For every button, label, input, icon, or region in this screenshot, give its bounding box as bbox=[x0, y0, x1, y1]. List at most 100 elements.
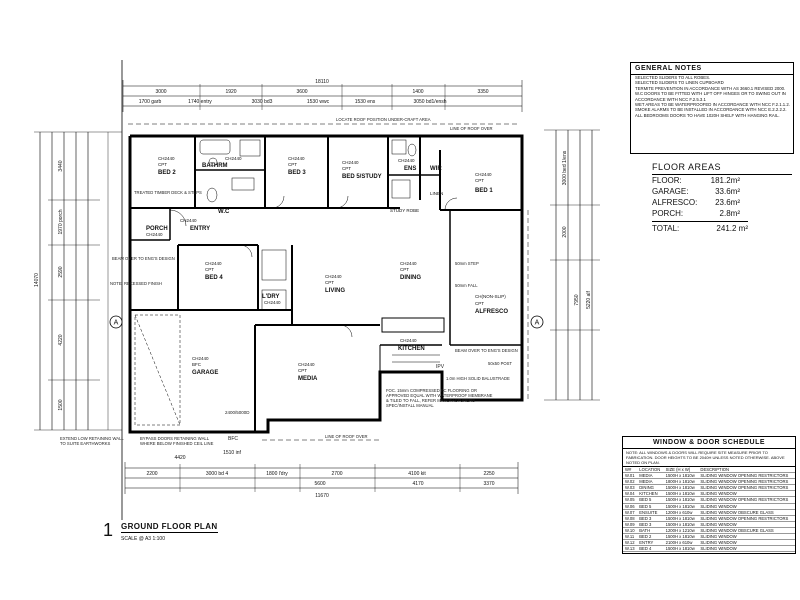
cell: 2100H x 610w bbox=[663, 539, 699, 547]
alfresco-code: CH(NON-SLIP) bbox=[475, 294, 506, 299]
dimension-lines bbox=[34, 60, 600, 520]
cell: W.04 bbox=[623, 490, 638, 498]
schedule-header: DESCRIPTION bbox=[698, 467, 795, 474]
section-markers: A A bbox=[109, 315, 544, 329]
dim-top-1: 3000 bbox=[155, 89, 166, 95]
linen-label: LINEN bbox=[430, 191, 443, 196]
post-note: 50x50 POST bbox=[488, 361, 512, 366]
cell: W.01 bbox=[623, 472, 638, 480]
media-code: CH2440 bbox=[298, 362, 315, 367]
cell: SLIDING WINDOW bbox=[698, 503, 795, 510]
kitchen-code: CH2440 bbox=[400, 338, 417, 343]
kitchen-label: KITCHEN bbox=[398, 346, 425, 352]
bed4-code: CH2440 bbox=[205, 261, 222, 266]
cell: 1200H x 610w bbox=[663, 509, 699, 516]
floor-areas-title: FLOOR AREAS bbox=[652, 162, 792, 175]
living-label: LIVING bbox=[325, 288, 345, 294]
cell: SLIDING WINDOW OPENING RESTRICTORS bbox=[698, 478, 795, 486]
dim-left-2: 1970 porch bbox=[58, 209, 64, 234]
area-label: PORCH: bbox=[652, 209, 684, 218]
schedule-header: W# bbox=[623, 467, 638, 474]
living-code: CH2440 bbox=[325, 274, 342, 279]
area-value: 2.8m² bbox=[719, 209, 740, 218]
general-notes-title: GENERAL NOTES bbox=[631, 63, 793, 75]
cell: SLIDING WINDOW bbox=[698, 539, 795, 547]
general-note-line: SELECTED SLIDERS TO ALL ROBES. bbox=[635, 75, 711, 80]
garage-door-note: 2400/5000D bbox=[225, 410, 250, 415]
garage-label: GARAGE bbox=[192, 370, 218, 376]
dim-top-3: 3600 bbox=[296, 89, 307, 95]
dim-right-3: 2000 bbox=[562, 226, 568, 237]
dim-top-overall: 18110 bbox=[315, 79, 329, 85]
bfc-note: BFC bbox=[228, 436, 238, 442]
entry-code: CH2440 bbox=[180, 218, 197, 223]
general-note-line: SMOKE ALARMS TO BE INSTALLED IN ACCORDAN… bbox=[635, 107, 787, 113]
cell: 1800H x 1810w bbox=[663, 478, 699, 486]
cell: ENTRY bbox=[637, 539, 664, 547]
cell: BED 3 bbox=[637, 521, 664, 528]
dim-right-4: 5220 alf bbox=[586, 290, 592, 308]
walls bbox=[128, 134, 524, 434]
cell: BED 5 bbox=[637, 496, 664, 504]
bed3-label: BED 3 bbox=[288, 170, 306, 176]
schedule-title: WINDOW & DOOR SCHEDULE bbox=[623, 437, 795, 449]
dim-right-1: 3000 bed 1/ens bbox=[562, 150, 568, 185]
cell: ENSUITE bbox=[637, 509, 664, 516]
drawing-number: 1 bbox=[103, 520, 114, 540]
fixtures bbox=[128, 123, 529, 441]
line-of-roof-over-note: LINE OF ROOF OVER bbox=[450, 126, 493, 131]
media-label: MEDIA bbox=[298, 376, 318, 382]
dim-bottom-overall: 11670 bbox=[315, 493, 329, 499]
bed5-label: BED 5/STUDY bbox=[342, 174, 382, 180]
garage-code: CH2440 bbox=[192, 356, 209, 361]
bed4-cpt: CPT bbox=[205, 267, 214, 272]
dim-bottom-6: 2250 bbox=[483, 471, 494, 477]
dim-bottom-2: 3000 bd 4 bbox=[206, 471, 228, 477]
dim-bottom-4: 2700 bbox=[331, 471, 342, 477]
cell: BATH bbox=[637, 527, 664, 535]
schedule-note: NOTE: ALL WINDOWS & DOORS WILL REQUIRE S… bbox=[623, 449, 795, 467]
ipv-note: IPV bbox=[436, 364, 445, 370]
retaining-wall-note: EXTEND LOW RETAINING WALL TO SUITE EARTH… bbox=[60, 436, 124, 446]
room-labels: CH2440 CPT BED 2 BATHRM CH2440 CH2440 CP… bbox=[146, 156, 508, 382]
section-mark-left: A bbox=[114, 320, 119, 327]
dim-bottom-1: 2200 bbox=[146, 471, 157, 477]
dim-left-3: 2590 bbox=[58, 266, 64, 277]
cell: W.08 bbox=[623, 515, 638, 522]
area-label: FLOOR: bbox=[652, 176, 682, 185]
dim-left-4: 4220 bbox=[58, 334, 64, 345]
wc-label: W.C bbox=[218, 209, 230, 215]
general-notes-panel: GENERAL NOTES SELECTED SLIDERS TO ALL RO… bbox=[630, 62, 794, 154]
cell: BED 3 bbox=[637, 515, 664, 522]
cell: 1500H x 1810w bbox=[663, 484, 699, 492]
cell: W.03 bbox=[623, 484, 638, 492]
area-row: FLOOR: 181.2m² bbox=[652, 175, 740, 186]
area-value: 23.6m² bbox=[715, 198, 740, 207]
ens-label: ENS bbox=[404, 166, 416, 172]
study-robe-label: STUDY ROBE bbox=[390, 208, 419, 213]
step-note: 50mm STEP bbox=[455, 261, 479, 266]
dim-bottom-row2-3: 5600 bbox=[314, 481, 325, 487]
general-note-line: TERMITE PREVENTION IN ACCORDANCE WITH AS… bbox=[635, 85, 786, 91]
bed2-cpt: CPT bbox=[158, 162, 167, 167]
cell: MEDIA bbox=[637, 478, 664, 486]
cell: DINING bbox=[637, 484, 664, 492]
bed4-label: BED 4 bbox=[205, 275, 223, 281]
area-value: 181.2m² bbox=[710, 176, 740, 185]
bypass-note: BYPASS DOORS RETAINING WALL WHERE BELOW … bbox=[140, 436, 213, 446]
drawing-title: GROUND FLOOR PLAN bbox=[121, 522, 218, 533]
ldry-label: L'DRY bbox=[262, 294, 280, 300]
fall-note: 50mm FALL bbox=[455, 283, 478, 288]
bed2-label: BED 2 bbox=[158, 170, 176, 176]
dim-top-row2-1: 1700 garb bbox=[139, 99, 162, 105]
annotations: LOCATE ROOF POSITION UNDER-CRAFT AREA LI… bbox=[60, 117, 518, 446]
